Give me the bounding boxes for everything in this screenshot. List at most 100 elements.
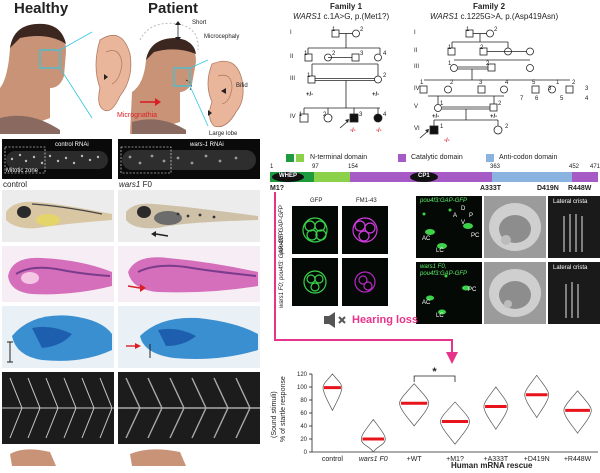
violin-2 [399, 383, 430, 427]
pos-97: 97 [312, 164, 319, 170]
healthy-ear [95, 35, 132, 112]
fam2-V-5: 2 [572, 80, 576, 86]
lateral-crista-label-1: Lateral crista [553, 199, 588, 205]
wars1-larva-image [118, 190, 260, 242]
fm143-neuromast-control [342, 206, 388, 254]
hearing-loss-label: Hearing loss [352, 314, 419, 326]
green-title-wars1: pou4f3:GAP-GFP [420, 271, 468, 277]
fam2-gen-VI: VI [414, 126, 420, 132]
pc-label-2: PC [468, 287, 477, 293]
wars1-f0-label: wars1 F0, [420, 264, 447, 270]
x-tick-label-0: control [322, 456, 343, 463]
axis-d: D [461, 206, 466, 212]
legend-nterm-swatch [286, 154, 294, 162]
y-tick-label: 0 [304, 450, 308, 456]
fam2-IV-4: 4 [505, 80, 509, 86]
axis-p: P [469, 213, 474, 219]
x-tick-label-5: +D419N [524, 456, 550, 463]
violin-1 [360, 418, 386, 453]
green-title-control: pou4f3:GAP-GFP [420, 198, 468, 204]
speaker-muted-icon [324, 312, 346, 328]
y-tick-label: 80 [300, 398, 307, 404]
lateral-crista-label-2: Lateral crista [553, 265, 588, 271]
whep-label: WHEP [279, 173, 297, 179]
genotype-fam1-III-2: +/- [372, 92, 380, 98]
fam2-IV-3: 3 [479, 80, 483, 86]
axis-v: V [461, 220, 466, 226]
control-rnai-image [2, 139, 112, 179]
fam1-III-1: 1 [307, 73, 311, 79]
gfp-label: GFP [310, 198, 323, 204]
x-tick-label-6: +R448W [564, 456, 592, 463]
inner-ear-green-wars1 [416, 262, 482, 324]
control-muscle-image [2, 372, 114, 444]
genotype-fam2-V-1: +/- [432, 114, 440, 120]
ac-label-2: AC [422, 300, 431, 306]
fam2-V-3: 3 [548, 86, 552, 92]
fam2-III-1: 1 [448, 61, 452, 67]
micrognathia-label: Micrognathia [117, 112, 158, 119]
sig-star: * [432, 366, 437, 378]
wars1-rnai-label: wars-1 RNAi [190, 142, 224, 148]
pos-471: 471 [590, 164, 600, 170]
bifid-label: Bifid [236, 83, 248, 89]
fam1-IV-4: 4 [383, 112, 387, 118]
fam2-VI-2: 2 [505, 124, 509, 130]
y-tick-label: 40 [300, 424, 307, 430]
gfp-neuromast-control [292, 206, 338, 254]
feet-illustration [10, 449, 186, 466]
y-axis-label: % of startle response (Sound stimuli) [271, 376, 287, 442]
fam2-V-7: 4 [585, 96, 589, 102]
fam2-II-1: 1 [448, 45, 452, 51]
gfp-neuromast-wars1 [292, 258, 338, 306]
ac-label-1: AC [422, 236, 431, 242]
wars1-cartilage-image [118, 306, 260, 368]
fam2-gen-V: V [414, 104, 419, 110]
fam1-III-2: 2 [383, 73, 387, 79]
lateral-crista-wars1 [548, 262, 600, 324]
short-label: Short [192, 20, 207, 26]
fm143-label: FM1-43 [356, 198, 377, 204]
inner-ear-green-control [416, 196, 482, 258]
fam2-I-2: 2 [494, 27, 498, 33]
pos-154: 154 [348, 164, 359, 170]
fam1-gen-IV: IV [290, 114, 296, 120]
fish-wars1-label: wars1 F0 [119, 180, 152, 189]
control-histology-image [2, 246, 114, 302]
family2-title: Family 2 [473, 2, 506, 11]
legend-nterm-label: N-terminal domain [310, 154, 368, 161]
fam1-IV-3: 3 [359, 112, 363, 118]
y-tick-label: 100 [297, 385, 308, 391]
x-tick-label-4: +A333T [483, 456, 508, 463]
genotype-fam2-V-2: +/- [490, 114, 498, 120]
violin-4 [483, 386, 509, 430]
x-tick-label-2: +WT [407, 456, 423, 463]
patient-ear [207, 60, 244, 128]
m1-label: M1? [270, 185, 284, 192]
violin-3 [440, 401, 470, 445]
large-lobe-label: Large lobe [209, 131, 238, 137]
fam2-IV-5: 5 [532, 80, 536, 86]
fam2-II-2: 2 [480, 45, 484, 51]
microcephaly-label: Microcephaly [204, 34, 240, 40]
cp1-label: CP1 [418, 173, 430, 179]
pc-label-1: PC [471, 233, 480, 239]
fam1-IV-2: 2 [323, 112, 327, 118]
fish-control-label: control [3, 180, 28, 189]
x-axis-title: Human mRNA rescue [451, 461, 533, 470]
inner-ear-bw-wars1 [484, 262, 546, 324]
legend-catalytic-label: Catalytic domain [411, 154, 463, 161]
fam2-V-4: 1 [556, 80, 560, 86]
control-cartilage-image [2, 306, 114, 368]
pedigree-charts [299, 29, 574, 139]
legend-anticodon-swatch [486, 154, 494, 162]
fam2-V-9: 6 [535, 96, 539, 102]
wars1-histology-image [118, 246, 260, 302]
family1-title: Family 1 [330, 2, 363, 11]
control-rnai-label: control RNAi [55, 142, 89, 148]
fm143-neuromast-wars1 [342, 258, 388, 306]
fam1-II-2: 2 [332, 51, 336, 57]
fam1-IV-1: 1 [299, 112, 303, 118]
wars1-rnai-image [118, 139, 260, 179]
